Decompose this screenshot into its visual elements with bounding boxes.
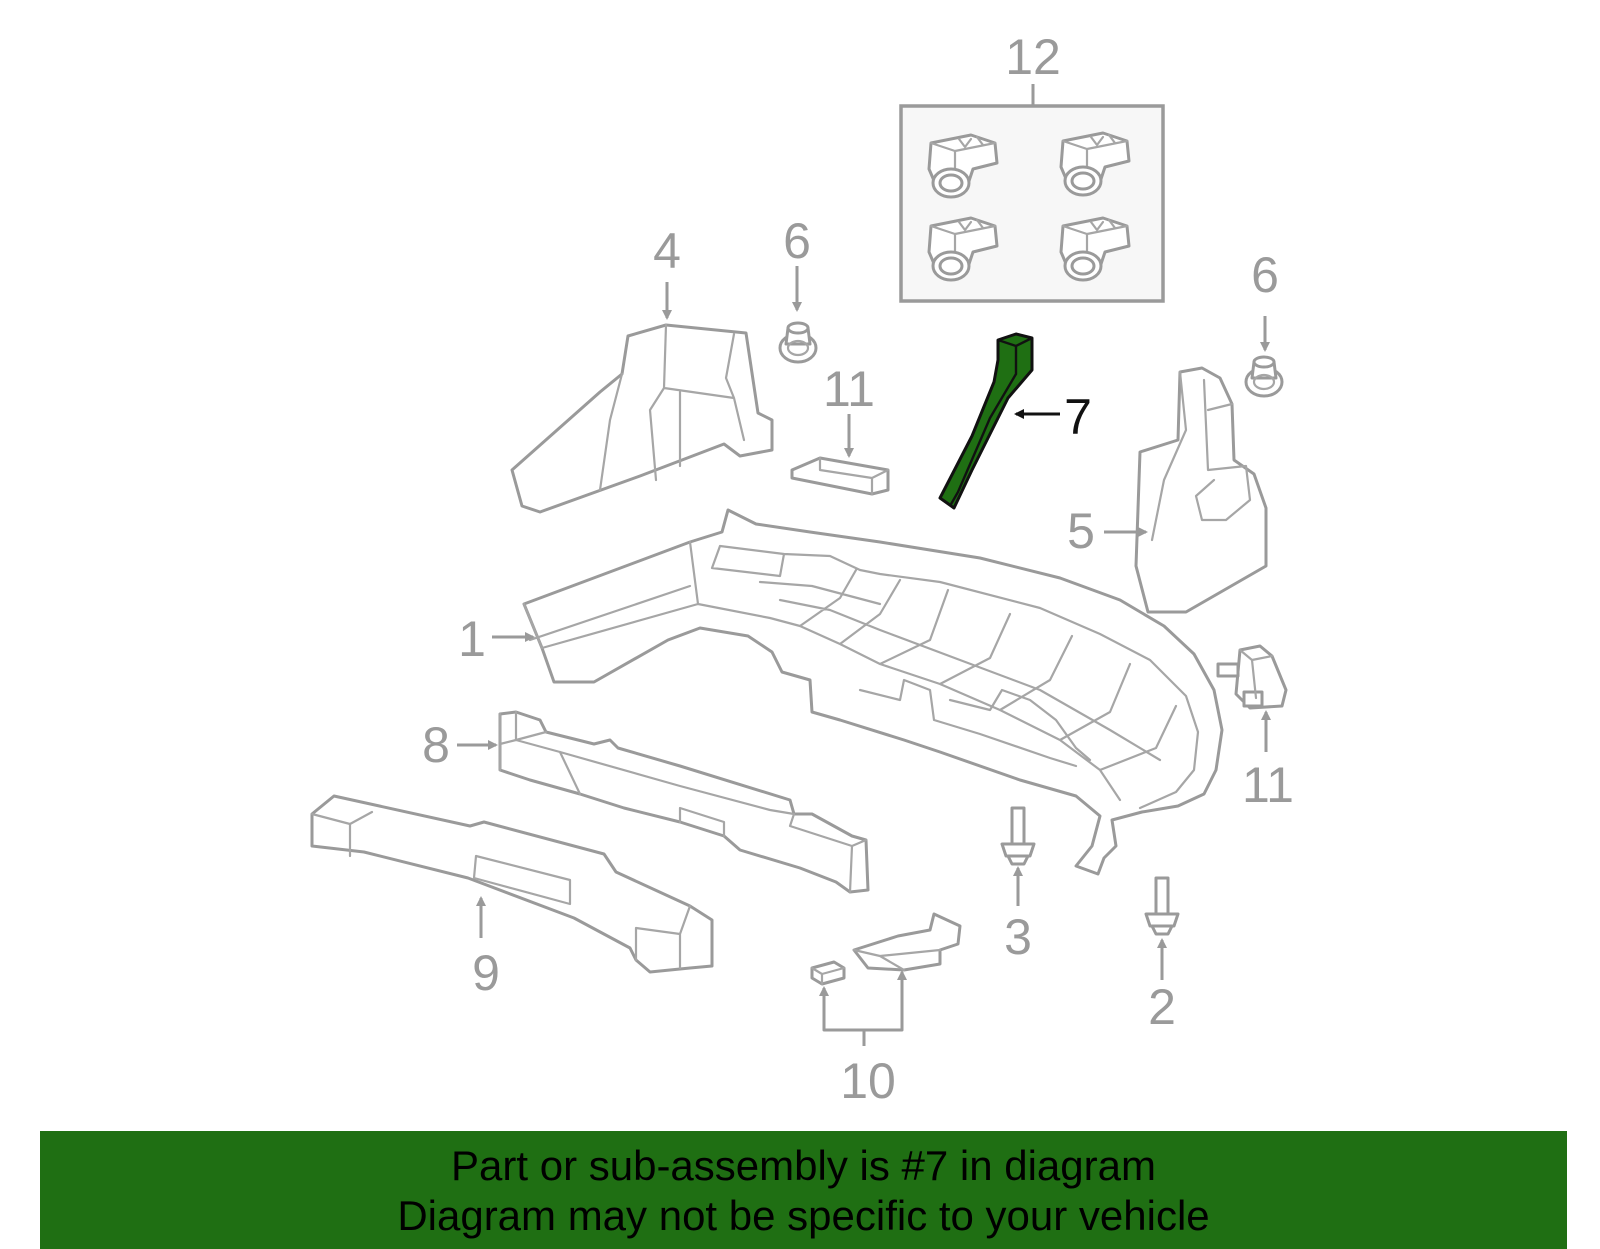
part-6-clip-left xyxy=(778,266,818,364)
callout-1: 1 xyxy=(458,611,486,667)
callout-5: 5 xyxy=(1067,503,1095,559)
part-7-highlighted-bracket xyxy=(938,332,1060,510)
part-3-bolt xyxy=(1000,806,1036,906)
callout-8: 8 xyxy=(422,717,450,773)
part-11-retainer-right xyxy=(1216,644,1288,752)
callout-3: 3 xyxy=(1004,909,1032,965)
part-4-left-bracket xyxy=(510,282,774,514)
callout-7: 7 xyxy=(1064,389,1092,445)
callout-6b: 6 xyxy=(1251,247,1279,303)
callout-9: 9 xyxy=(472,945,500,1001)
part-11-pad-center xyxy=(790,414,890,496)
part-9-reinforcement xyxy=(310,794,714,974)
part-1-bumper-cover xyxy=(492,508,1224,876)
callout-4: 4 xyxy=(653,223,681,279)
callout-11a: 11 xyxy=(823,361,875,417)
callout-12: 12 xyxy=(1005,29,1061,85)
callout-11b: 11 xyxy=(1242,757,1294,813)
part-12-sensor-kit xyxy=(899,84,1165,303)
banner-line-1: Part or sub-assembly is #7 in diagram xyxy=(451,1142,1156,1189)
info-banner: Part or sub-assembly is #7 in diagram Di… xyxy=(40,1131,1567,1249)
part-10-brackets xyxy=(810,912,962,1046)
part-2-bolt xyxy=(1144,876,1180,980)
part-6-clip-right xyxy=(1244,316,1284,398)
part-8-absorber xyxy=(457,710,870,894)
callout-2: 2 xyxy=(1148,979,1176,1035)
callout-10: 10 xyxy=(840,1053,896,1109)
part-5-right-bracket xyxy=(1104,366,1268,614)
banner-line-2: Diagram may not be specific to your vehi… xyxy=(397,1192,1210,1239)
callout-6a: 6 xyxy=(783,213,811,269)
